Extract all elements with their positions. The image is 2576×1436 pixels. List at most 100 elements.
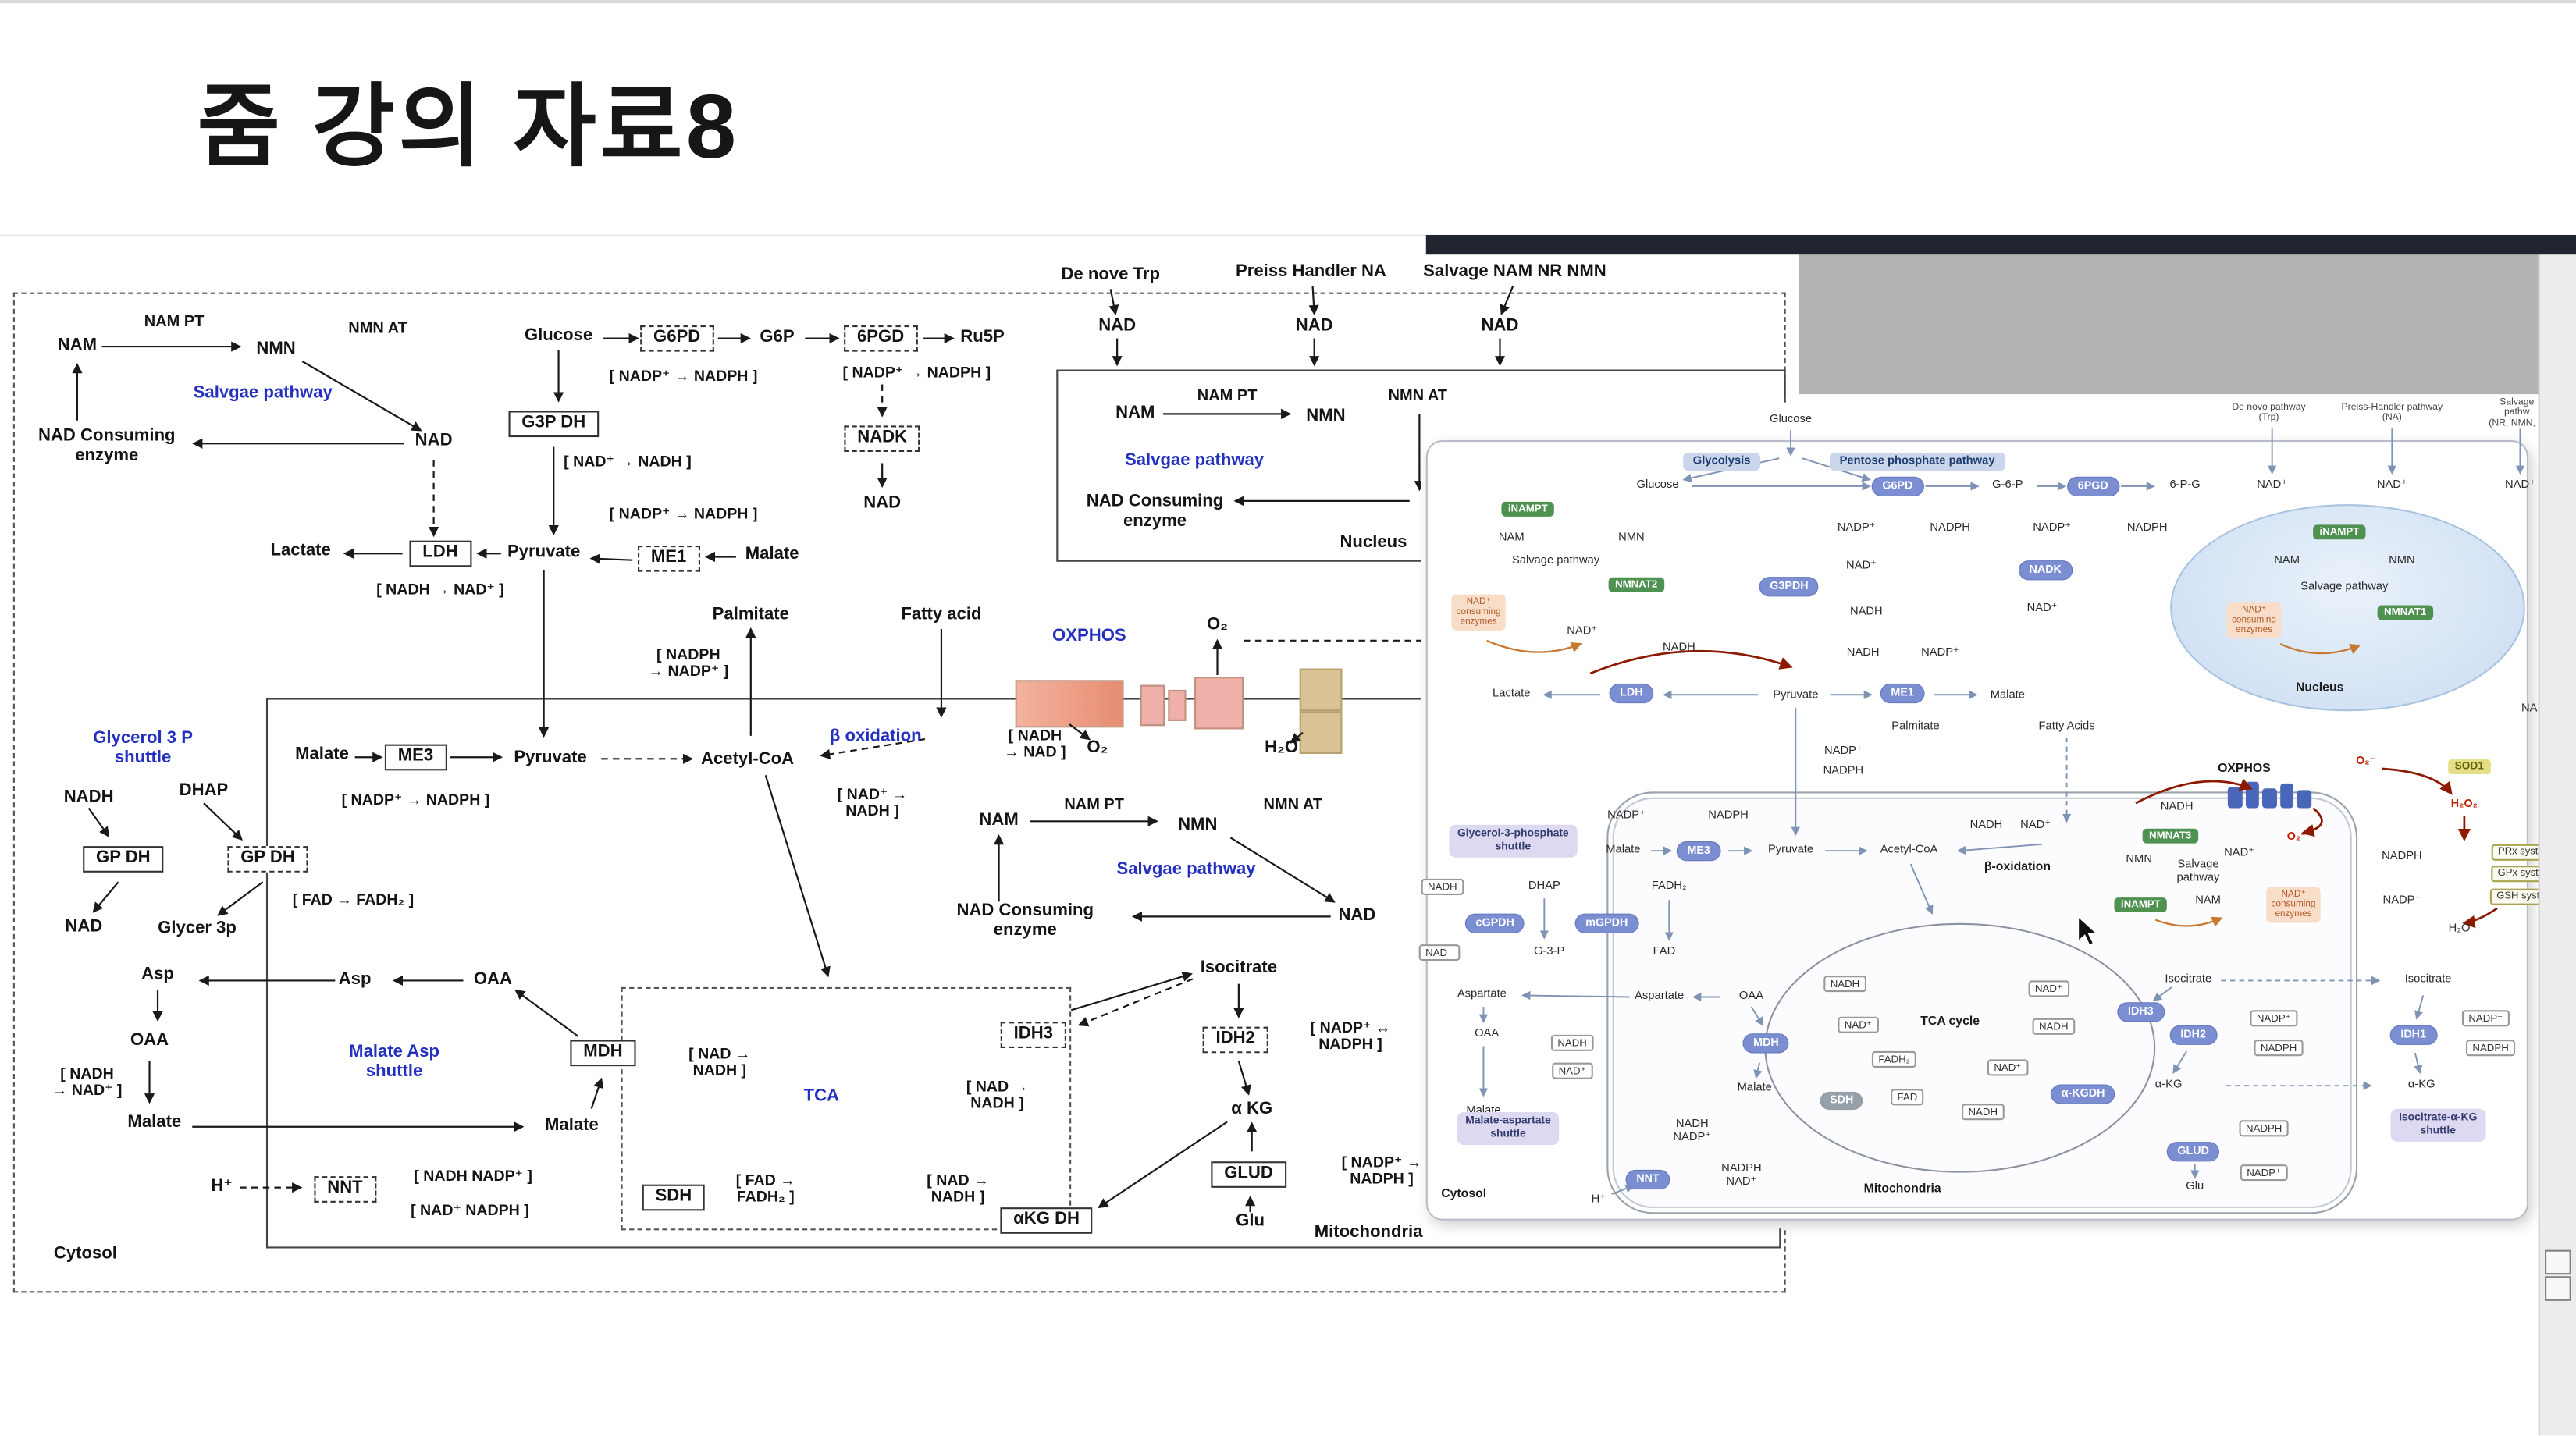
hand-nadh-nad: [ NADH → NAD ] (1004, 727, 1066, 761)
hand-nmn-at: NMN AT (1388, 387, 1448, 406)
hand-me1: ME1 (638, 545, 700, 572)
etc-complex-block (1194, 677, 1244, 730)
inset-nadph: NADPH (1708, 809, 1749, 822)
hand-nam-pt: NAM PT (1197, 387, 1258, 406)
inset-inampt: iNAMPT (2313, 524, 2366, 540)
inset-kg: α-KG (2407, 1079, 2435, 1091)
hand-mitochondria: Mitochondria (1314, 1222, 1423, 1242)
inset-fadh: FADH₂ (1651, 880, 1687, 892)
inset-cgpdh: cGPDH (1465, 914, 1525, 932)
hand-nam-pt: NAM PT (1064, 796, 1124, 815)
hand-nadp-nadph: [ NADP⁺ → NADPH ] (341, 791, 490, 809)
hand-malate: Malate (545, 1115, 599, 1136)
hand-salvgae-pathway: Salvgae pathway (1124, 450, 1265, 471)
hand-gp-dh: GP DH (83, 846, 164, 873)
inset-nadh: NADH (1663, 642, 1695, 654)
inset-nad: NAD⁺ (1987, 1059, 2028, 1076)
hand-glycer-3p: Glycer 3p (158, 918, 237, 938)
inset-nad: NAD⁺ (2020, 819, 2051, 832)
inset-g3pdh: G3PDH (1759, 578, 1819, 595)
inset-isocitrate: Isocitrate (2165, 974, 2212, 986)
inset-nam: NAM (2195, 895, 2221, 907)
inset-nad: NAD⁺ (2257, 479, 2288, 492)
hand-nam-pt: NAM PT (144, 313, 205, 332)
inset-o: O₂⁻ (2356, 755, 2376, 768)
inset-nam: NAM (2274, 555, 2300, 567)
hand-nad-consuming-enzyme: NAD Consuming enzyme (1086, 491, 1224, 531)
inset-nadph: NADPH (1823, 765, 1864, 777)
hand-fad-fadh: [ FAD → FADH₂ ] (735, 1171, 795, 1206)
hand-nad-consuming-enzyme: NAD Consuming enzyme (956, 900, 1094, 940)
inset-nadh: NADH (1962, 1104, 2005, 1121)
hand-nadh: NADH (63, 787, 114, 807)
hand-pyruvate: Pyruvate (514, 747, 587, 768)
inset-pyruvate: Pyruvate (1773, 690, 1819, 702)
inset-nadh: NADH (1846, 647, 1880, 659)
hand-nad: NAD (1481, 315, 1519, 336)
inset-h-o: H₂O (2448, 922, 2471, 935)
scrollbar[interactable] (2538, 254, 2576, 1436)
hand-nam: NAM (1115, 402, 1155, 423)
inset-o: O₂⁻ (2286, 831, 2307, 844)
inset-salvage-pathway: Salvage pathway (2176, 859, 2220, 884)
page-thumb-icon-2[interactable] (2545, 1276, 2571, 1301)
hand-nad: NAD (1338, 905, 1376, 926)
hand-kg-dh: αKG DH (1000, 1207, 1093, 1234)
hand-nad: NAD (415, 430, 453, 450)
inset-6pgd: 6PGD (2068, 477, 2119, 496)
inset-h-o: H₂O₂ (2450, 798, 2478, 810)
inset-nadph: NADPH (2465, 1040, 2516, 1057)
hand-nucleus: Nucleus (1340, 532, 1407, 553)
inset-nadp: NADP⁺ (1607, 809, 1646, 822)
hand-nad-nadh: [ NAD⁺ → NADH ] (564, 453, 692, 470)
inset-malate: Malate (1606, 844, 1641, 856)
inset-nad: NAD⁺ (2376, 479, 2407, 492)
inset-nadph: NADPH (2382, 851, 2422, 863)
inset-nmnat2: NMNAT2 (1608, 577, 1664, 592)
inset-nadp: NADP⁺ (2382, 895, 2421, 907)
hand-g3p-dh: G3P DH (508, 411, 600, 437)
inset-lactate: Lactate (1493, 688, 1531, 700)
inset-nadp: NADP⁺ (2250, 1010, 2298, 1027)
page-thumb-icon-1[interactable] (2545, 1249, 2571, 1275)
inset-mitochondria: Mitochondria (1863, 1180, 1941, 1196)
inset-6-p-g: 6-P-G (2169, 479, 2201, 492)
inset-ldh: LDH (1610, 684, 1653, 702)
hand-glycerol-3-p-shuttle: Glycerol 3 P shuttle (93, 727, 193, 767)
hand-nad: NAD (1098, 315, 1137, 336)
hand-malate-asp-shuttle: Malate Asp shuttle (349, 1041, 440, 1081)
inset-glu: Glu (2186, 1181, 2204, 1193)
inset-dhap: DHAP (1528, 880, 1560, 892)
inset-glycolysis: Glycolysis (1683, 452, 1761, 471)
hand-preiss-handler-na: Preiss Handler NA (1236, 261, 1386, 282)
inset-malate: Malate (1990, 690, 2025, 702)
hand-nmn: NMN (1306, 406, 1346, 426)
inset-fadh: FADH₂ (1871, 1050, 1917, 1068)
inset-nmn: NMN (1618, 532, 1645, 544)
inset-idh1: IDH1 (2390, 1025, 2436, 1044)
inset-nad: NAD⁺ (1567, 626, 1598, 638)
hand-nadp-nadph: [ NADP⁺ → NADPH ] (609, 505, 758, 522)
hand-kg: α KG (1231, 1099, 1273, 1119)
hand-nad: NAD (863, 492, 902, 513)
hand-oaa: OAA (130, 1029, 169, 1050)
inset-nadp: NADP⁺ (2033, 522, 2072, 535)
hand-oxphos: OXPHOS (1052, 626, 1126, 646)
inset-me1: ME1 (1880, 684, 1924, 702)
inset-cytosol: Cytosol (1441, 1185, 1487, 1201)
inset-h: H⁺ (1591, 1194, 1606, 1206)
hand-nadph-nadp: [ NADPH → NADP⁺ ] (648, 646, 729, 681)
oxphos-complex-icon (2297, 790, 2312, 809)
inset-acetyl-coa: Acetyl-CoA (1880, 844, 1938, 856)
inset-nadp: NADP⁺ (1823, 745, 1863, 758)
inset-isocitrate-kg-shuttle: Isocitrate-α-KG shuttle (2390, 1108, 2485, 1142)
inset-kgdh: α-KGDH (2051, 1085, 2115, 1103)
inset-nmnat1: NMNAT1 (2377, 605, 2433, 620)
inset-nadh: NADH (1849, 606, 1883, 618)
inset-nad: NAD⁺ (2505, 479, 2535, 492)
top-dark-bar (1425, 234, 2576, 255)
hand-oaa: OAA (473, 969, 512, 990)
inset-nadp: NADP⁺ (2461, 1010, 2510, 1027)
hand-nadh-nadp: [ NADH NADP⁺ ] (414, 1167, 532, 1184)
inset-nadh: NADH (1421, 878, 1464, 896)
